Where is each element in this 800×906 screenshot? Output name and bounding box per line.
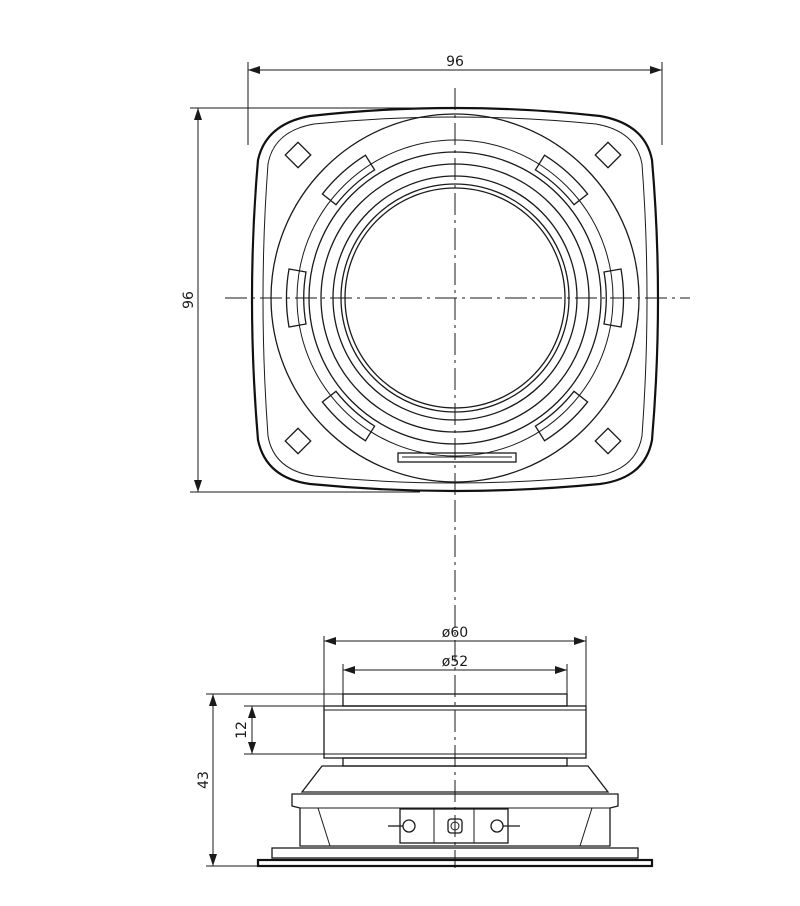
dimension-depth-43: 43 — [196, 693, 343, 867]
dim-label-d52: ø52 — [442, 654, 468, 670]
mount-hole-top-left — [284, 141, 312, 169]
dimension-diameter-60: ø60 — [323, 625, 587, 706]
dimension-top-height: 96 — [181, 107, 420, 493]
dim-label-12: 12 — [234, 721, 250, 739]
dimension-diameter-52: ø52 — [342, 654, 568, 694]
dim-label-width: 96 — [446, 54, 464, 70]
dim-label-d60: ø60 — [442, 625, 468, 641]
mount-hole-top-right — [594, 141, 622, 169]
mount-hole-bottom-right — [594, 427, 622, 455]
terminal-tab — [397, 452, 517, 463]
dimension-top-width: 96 — [247, 54, 663, 145]
terminal-left — [402, 819, 416, 833]
frame-outline — [250, 106, 660, 493]
front-edge — [256, 858, 654, 868]
mount-hole-bottom-left — [284, 427, 312, 455]
center-screw — [447, 818, 463, 834]
terminal-block — [399, 808, 509, 844]
basket-outline — [300, 765, 610, 793]
basket-flange — [291, 793, 619, 847]
vent-slots — [285, 154, 625, 442]
front-gasket — [271, 847, 639, 859]
dimension-height-12: 12 — [234, 705, 324, 755]
dim-label-height: 96 — [181, 291, 197, 309]
terminal-right — [490, 819, 504, 833]
side-view — [256, 693, 654, 868]
top-view — [225, 88, 690, 500]
frame-inner-outline — [262, 116, 648, 484]
dim-label-43: 43 — [196, 771, 212, 789]
